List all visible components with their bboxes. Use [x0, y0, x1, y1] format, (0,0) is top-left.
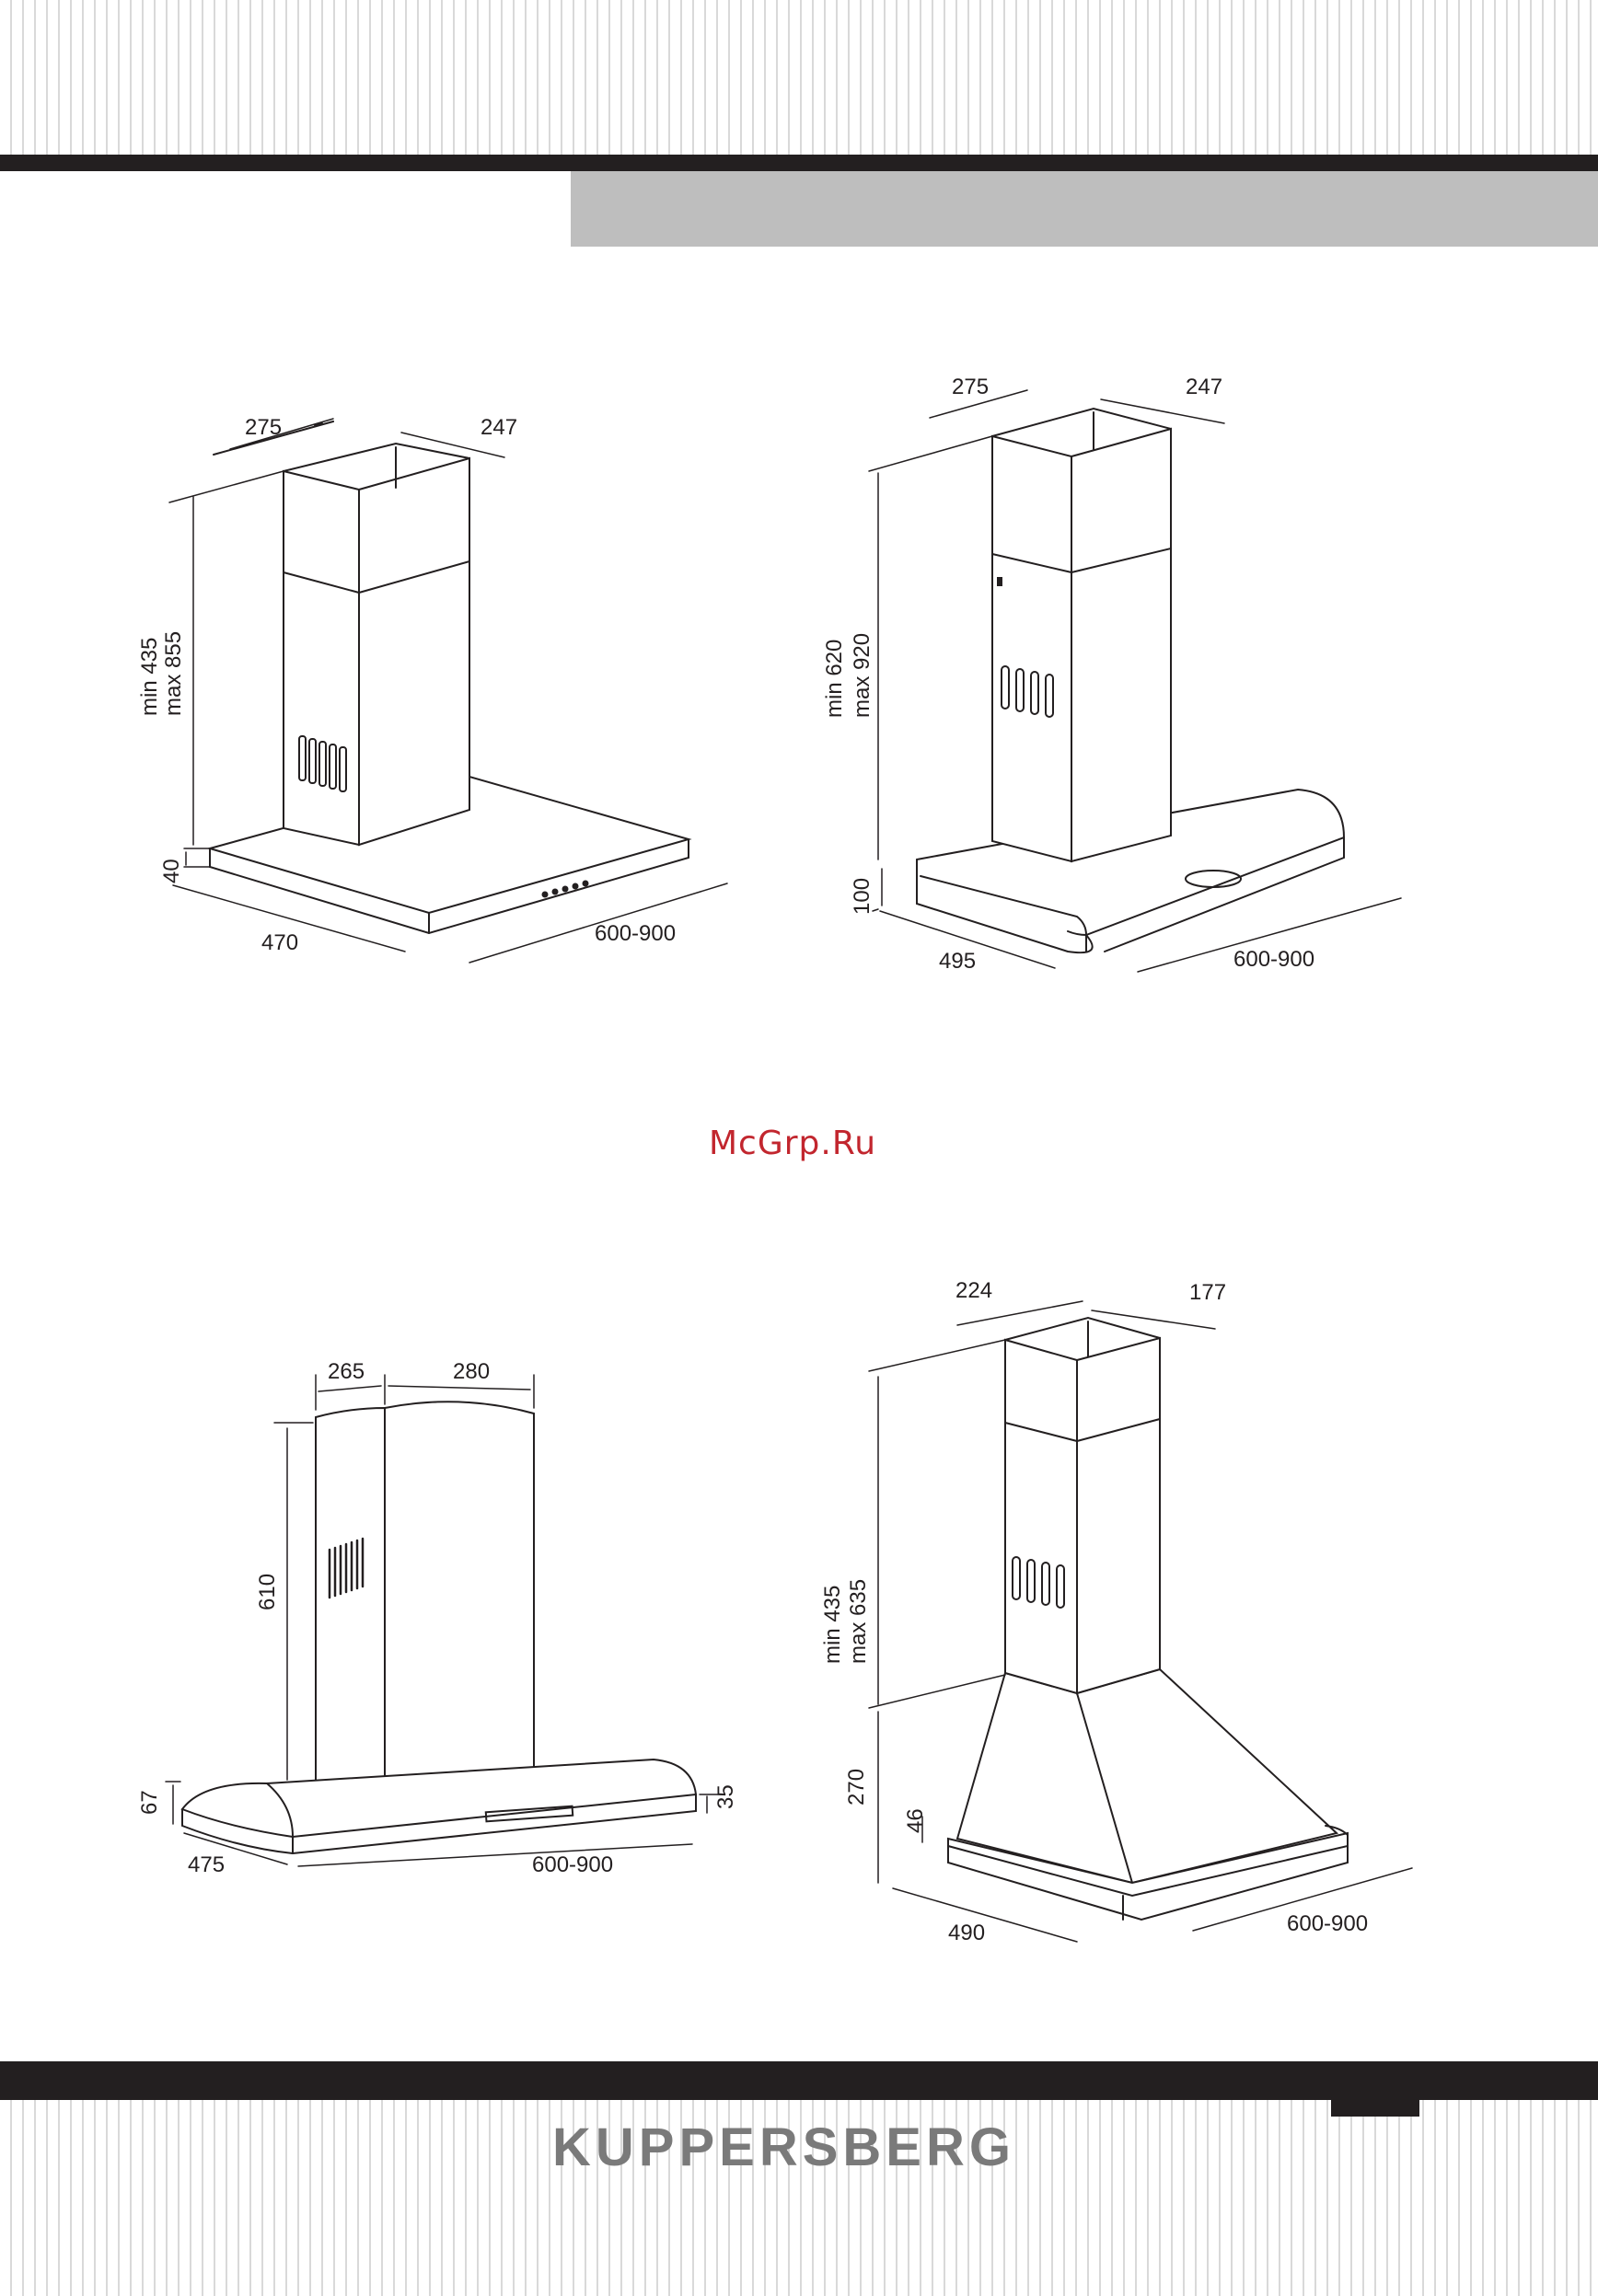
hood-4-dim-224: 224	[955, 1278, 992, 1303]
hood-2-dim-width: 600-900	[1233, 947, 1314, 972]
hood-2-drawing	[869, 390, 1401, 972]
hood-2-dim-100: 100	[850, 878, 874, 915]
hood-4-dim-46: 46	[903, 1808, 928, 1833]
hood-1-drawing	[169, 419, 727, 963]
hood-3-drawing	[166, 1375, 724, 1866]
hood-4-dim-width: 600-900	[1287, 1911, 1368, 1936]
hood-4-dim-490: 490	[948, 1921, 985, 1945]
hood-3-dim-280: 280	[453, 1359, 490, 1384]
footer-bar	[0, 2061, 1598, 2100]
hood-4-dim-max: max 635	[846, 1579, 871, 1664]
hood-4-dim-270: 270	[844, 1769, 869, 1806]
hood-3-dim-width: 600-900	[532, 1852, 613, 1877]
hood-3-vent-slots	[330, 1539, 363, 1598]
footer-page-tab-overlay	[1331, 2100, 1419, 2117]
hood-1-dim-470: 470	[261, 930, 298, 955]
hood-1-dim-40: 40	[159, 859, 184, 883]
hood-3-dim-610: 610	[255, 1574, 280, 1610]
hood-1-dim-247: 247	[481, 415, 517, 440]
hood-1-dim-width: 600-900	[595, 921, 676, 946]
hood-4-dim-min: min 435	[820, 1586, 845, 1664]
hood-2-dim-495: 495	[939, 949, 976, 974]
hood-2-dim-min: min 620	[822, 640, 847, 718]
hood-3-dim-265: 265	[328, 1359, 365, 1384]
hood-1-dim-max: max 855	[161, 631, 186, 716]
hood-1-dim-275: 275	[245, 415, 282, 440]
watermark-text: McGrp.Ru	[709, 1125, 876, 1162]
hood-2-dim-275: 275	[952, 375, 989, 399]
hood-3-dim-35: 35	[713, 1784, 738, 1809]
hood-1-dim-min: min 435	[137, 638, 162, 716]
hood-4-dim-177: 177	[1189, 1280, 1226, 1305]
hood-3-dim-67: 67	[137, 1790, 162, 1815]
hood-4-drawing	[869, 1301, 1412, 1942]
hood-2-dim-max: max 920	[850, 633, 874, 718]
brand-logo: KUPPERSBERG	[552, 2117, 1015, 2178]
hood-2-dim-247: 247	[1186, 375, 1222, 399]
hood-3-dim-475: 475	[188, 1852, 225, 1877]
